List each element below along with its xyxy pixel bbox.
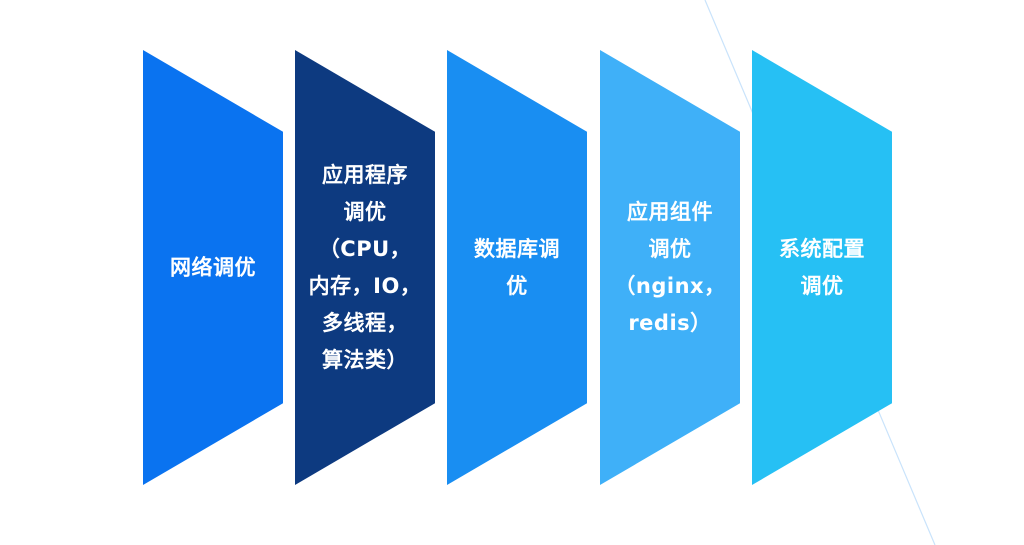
stage-label: 应用组件 调优 （nginx， redis） (614, 199, 726, 335)
stage-application-tuning: 应用程序 调优 （CPU， 内存，IO， 多线程， 算法类） (295, 50, 435, 485)
stage-label: 数据库调 优 (474, 236, 560, 298)
stage-label: 网络调优 (170, 255, 256, 279)
stage-database-tuning: 数据库调 优 (447, 50, 587, 485)
stage-label: 系统配置 调优 (779, 236, 865, 298)
stage-network-tuning: 网络调优 (143, 50, 283, 485)
stage-system-config-tuning: 系统配置 调优 (752, 50, 892, 485)
stage-label: 应用程序 调优 （CPU， 内存，IO， 多线程， 算法类） (308, 162, 422, 372)
stage-component-tuning: 应用组件 调优 （nginx， redis） (600, 50, 740, 485)
